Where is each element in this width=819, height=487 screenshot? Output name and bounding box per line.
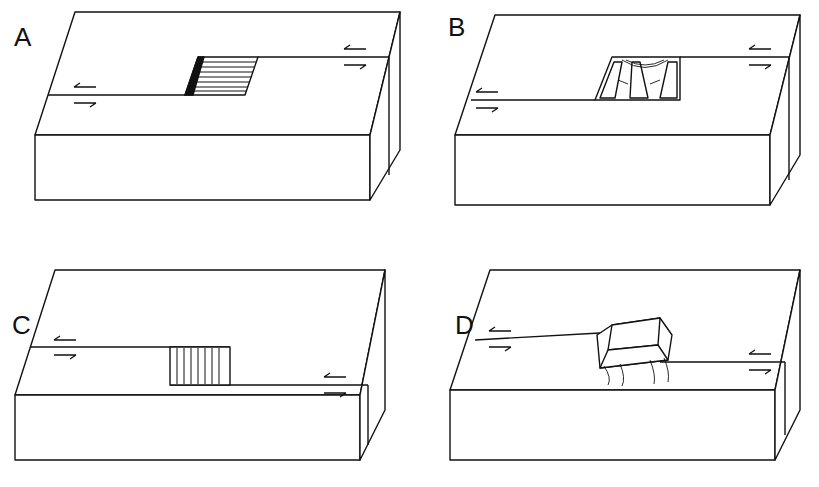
panel-letter: D xyxy=(455,312,474,338)
panel-letter: A xyxy=(14,24,31,50)
block-b xyxy=(455,15,800,205)
panel-letter: B xyxy=(448,14,465,40)
panel-letter: C xyxy=(12,312,31,338)
block-a xyxy=(35,12,400,200)
block-c xyxy=(15,270,385,460)
block-d xyxy=(450,270,800,460)
